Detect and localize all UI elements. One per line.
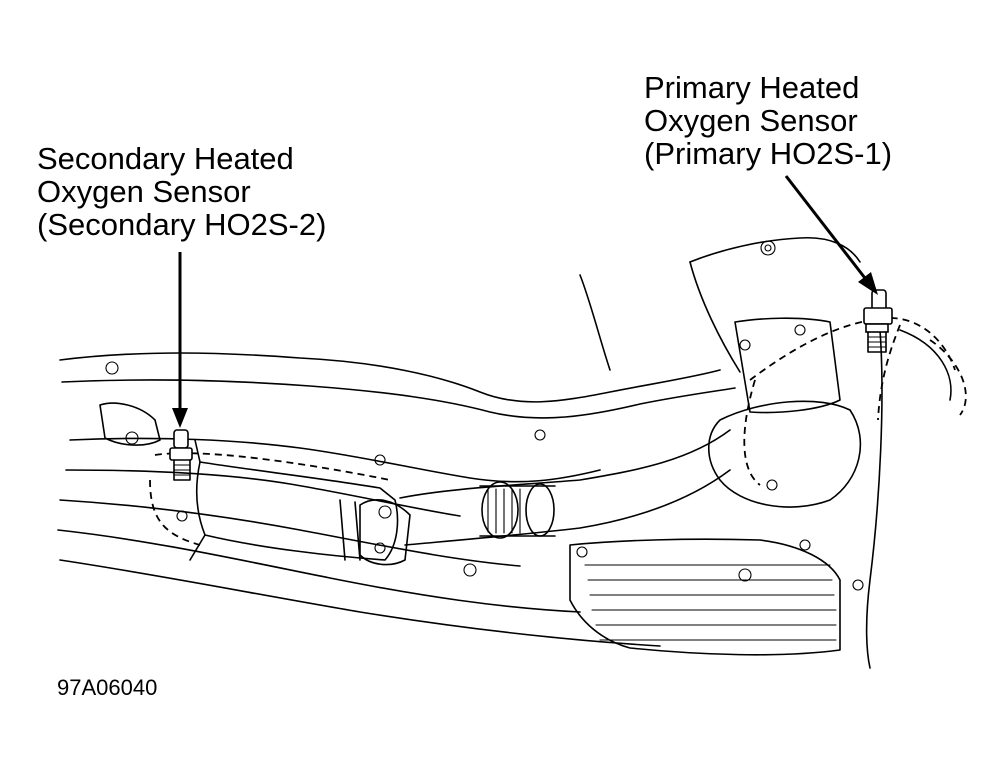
front-converter xyxy=(708,400,862,508)
primary-label-line2: Oxygen Sensor xyxy=(644,103,858,138)
primary-sensor-icon xyxy=(863,289,893,353)
secondary-label-line2: Oxygen Sensor xyxy=(37,174,251,209)
secondary-sensor-icon xyxy=(169,429,193,481)
secondary-label-line3: (Secondary HO2S-2) xyxy=(37,207,327,242)
body-outline xyxy=(59,352,721,403)
primary-leader-arrow xyxy=(784,175,878,295)
secondary-sensor-label: Secondary Heated Oxygen Sensor (Secondar… xyxy=(37,142,326,241)
figure-code: 97A06040 xyxy=(57,675,158,700)
primary-label-line1: Primary Heated xyxy=(644,70,860,105)
secondary-label-line1: Secondary Heated xyxy=(37,141,294,176)
primary-sensor-label: Primary Heated Oxygen Sensor (Primary HO… xyxy=(644,71,892,170)
exhaust-pipe xyxy=(399,429,731,499)
primary-label-line3: (Primary HO2S-1) xyxy=(644,136,893,171)
rear-converter xyxy=(195,461,399,561)
transmission-pan xyxy=(569,538,841,656)
secondary-leader-arrow xyxy=(172,252,188,428)
